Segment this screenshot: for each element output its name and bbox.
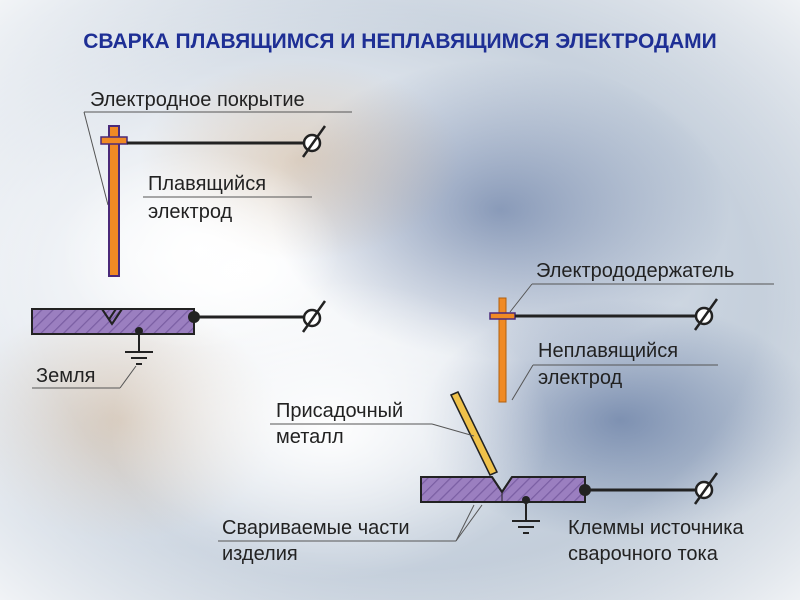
nonconsumable-electrode-label-1: Неплавящийся (538, 340, 678, 362)
ground-icon (125, 327, 153, 365)
nonconsumable-electrode-label-2: электрод (538, 367, 623, 389)
workpiece-leader-line-2 (455, 504, 483, 542)
ground-label: Земля (36, 365, 95, 387)
filler-label-1: Присадочный (276, 400, 403, 422)
terminal-icon (693, 472, 719, 505)
workpiece-label-1: Свариваемые части (222, 517, 410, 539)
consumable-electrode (108, 125, 120, 277)
consumable-electrode-label-1: Плавящийся (148, 173, 266, 195)
consumable-electrode-group: Электродное покрытие Плавящийся электрод (31, 89, 352, 389)
coating-label: Электродное покрытие (90, 89, 305, 111)
nonconsumable-leader-line (511, 364, 534, 401)
ground-leader-line (119, 365, 137, 389)
coating-leader-line (83, 111, 109, 206)
electrode-clamp (100, 136, 128, 145)
filler-label-2: металл (276, 426, 344, 448)
nonconsumable-electrode (498, 297, 507, 403)
terminals-label-1: Клеммы источника (568, 517, 744, 539)
ground-icon (512, 496, 540, 534)
workpiece-leader-line-1 (455, 504, 475, 542)
page-title: СВАРКА ПЛАВЯЩИМСЯ И НЕПЛАВЯЩИМСЯ ЭЛЕКТРО… (83, 30, 717, 53)
electrode-holder (489, 312, 516, 320)
filler-rod (449, 391, 499, 476)
workpiece-right (420, 476, 586, 503)
holder-label: Электрододержатель (536, 260, 734, 282)
terminal-icon (301, 125, 327, 158)
terminal-icon (693, 298, 719, 331)
terminal-icon (301, 300, 327, 333)
terminals-label-2: сварочного тока (568, 543, 719, 565)
holder-leader-line (509, 283, 533, 313)
workpiece-left (31, 308, 195, 336)
nonconsumable-electrode-group: Электрододержатель Неплавящийся электрод… (218, 260, 774, 565)
consumable-electrode-label-2: электрод (148, 201, 233, 223)
filler-leader-line (431, 423, 475, 437)
workpiece-label-2: изделия (222, 543, 298, 565)
